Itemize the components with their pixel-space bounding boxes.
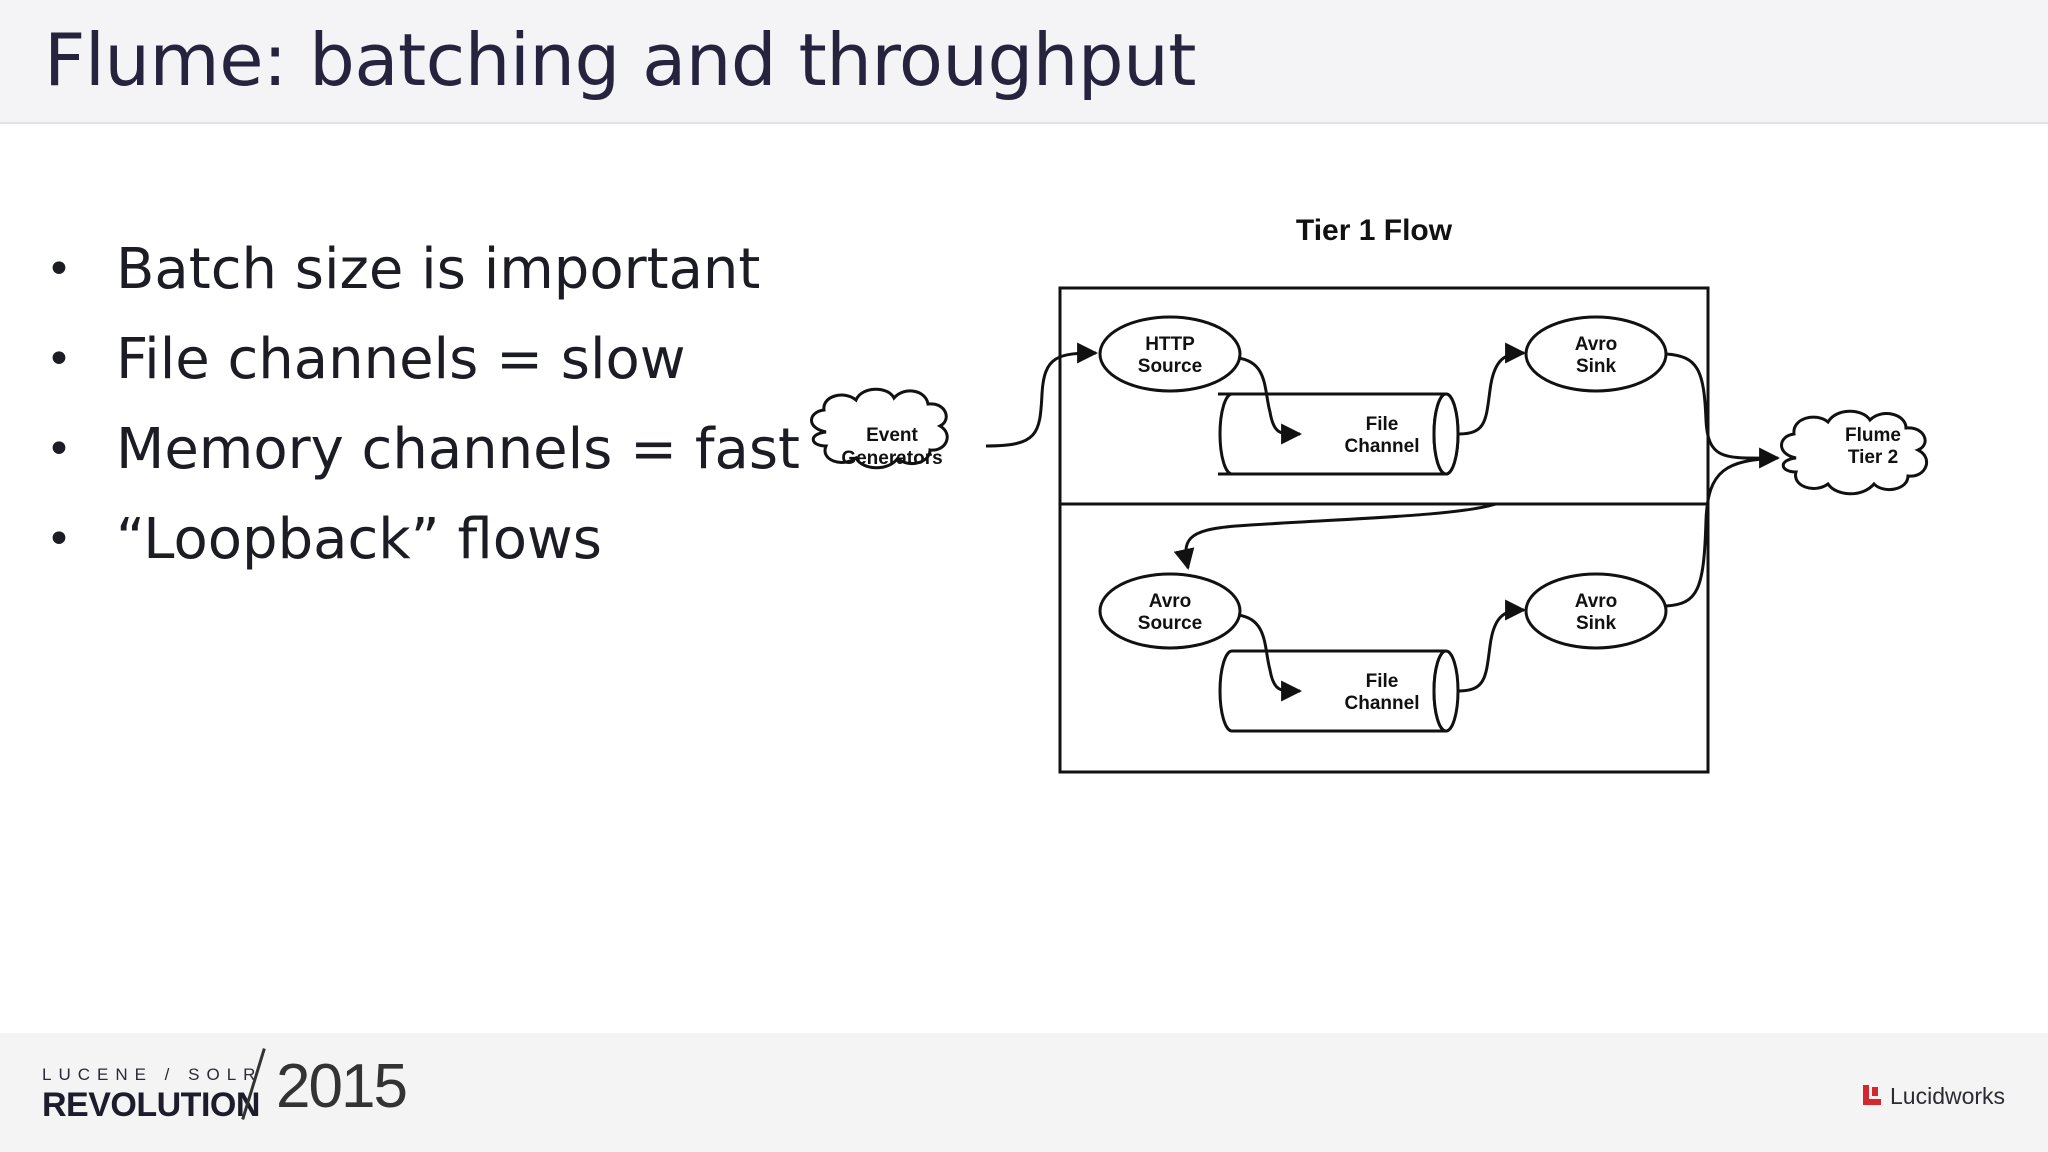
lucidworks-logo: Lucidworks [1860, 1083, 2005, 1110]
file-channel-top-label: File [1366, 414, 1399, 435]
avro-sink-bottom-node: Avro Sink [1524, 572, 1668, 650]
slide-title: Flume: batching and throughput [44, 18, 1196, 102]
file-channel-bottom-label: Channel [1345, 693, 1420, 714]
http-source-label: HTTP [1145, 334, 1195, 355]
lucidworks-name: Lucidworks [1890, 1083, 2006, 1109]
avro-source-label: Avro [1149, 591, 1192, 612]
arrow-bottom-channel-to-sink [1458, 599, 1527, 693]
bullet-text: Memory channels = fast [116, 417, 801, 482]
avro-source-node: Avro Source [1098, 572, 1242, 650]
avro-sink-top-label: Avro [1575, 334, 1618, 355]
arrow-generators-to-http [985, 342, 1099, 448]
bullet-list: • Batch size is important • File channels … [40, 228, 800, 588]
file-channel-top-label: Channel [1345, 436, 1420, 457]
event-generators-label: Event [866, 425, 918, 446]
avro-source-label: Source [1138, 613, 1202, 634]
arrow-loopback [1173, 502, 1497, 571]
tier1-flow-diagram: Tier 1 Flow Event Generators HTTP Source… [810, 214, 1929, 774]
avro-sink-top-label: Sink [1576, 356, 1617, 377]
logo-small-text: LUCENE / SOLR [42, 1065, 263, 1084]
bullet-text: “Loopback” flows [116, 507, 602, 572]
bullet-item: • “Loopback” flows [40, 498, 800, 588]
flume-tier2-cloud: Flume Tier 2 [1780, 409, 1929, 496]
bullet-dot: • [46, 424, 72, 475]
bullet-item: • Batch size is important [40, 228, 800, 318]
file-channel-bottom-node: File Channel [1218, 649, 1460, 733]
avro-sink-top-node: Avro Sink [1524, 315, 1668, 393]
file-channel-bottom-label: File [1366, 671, 1399, 692]
http-source-label: Source [1138, 356, 1202, 377]
event-generators-label: Generators [841, 448, 942, 469]
bullet-dot: • [46, 334, 72, 385]
revolution-logo: LUCENE / SOLR REVOLUTION [42, 1065, 262, 1125]
bullet-item: • File channels = slow [40, 318, 800, 408]
http-source-node: HTTP Source [1098, 315, 1242, 393]
arrow-sink-to-tier2 [1665, 352, 1781, 469]
title-bar: Flume: batching and throughput [0, 0, 2048, 124]
lucidworks-icon [1860, 1084, 1882, 1109]
bullet-dot: • [46, 514, 72, 565]
bottom-flow-box [1058, 502, 1710, 774]
flume-tier2-label: Flume [1845, 425, 1901, 446]
bullet-item: • Memory channels = fast [40, 408, 800, 498]
footer: LUCENE / SOLR REVOLUTION 2015 Lucidworks [0, 1033, 2048, 1152]
bullet-dot: • [46, 244, 72, 295]
avro-sink-bottom-label: Sink [1576, 613, 1617, 634]
arrow-http-to-channel [1237, 356, 1303, 445]
avro-sink-bottom-label: Avro [1575, 591, 1618, 612]
file-channel-top-node: File Channel [1218, 392, 1460, 476]
bullet-text: Batch size is important [116, 237, 761, 302]
bullet-text: File channels = slow [116, 327, 686, 392]
arrow-channel-to-sink [1458, 342, 1527, 436]
diagram-title: Tier 1 Flow [1296, 214, 1453, 247]
logo-big-text: REVOLUTION [42, 1086, 260, 1124]
event-generators-cloud: Event Generators [810, 387, 949, 470]
flume-tier2-label: Tier 2 [1848, 447, 1898, 468]
arrow-bottom-sink-to-tier2 [1665, 456, 1779, 608]
arrow-avro-source-to-channel [1237, 613, 1303, 702]
logo-year: 2015 [276, 1052, 408, 1121]
